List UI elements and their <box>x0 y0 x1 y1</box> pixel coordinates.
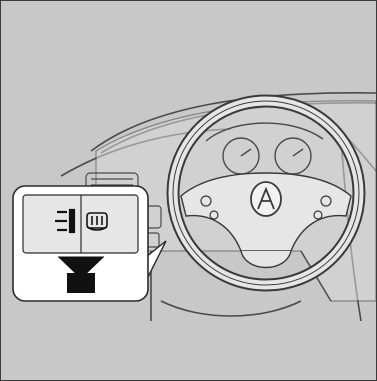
illustration-frame <box>0 0 377 381</box>
steering-wheel-illustration <box>1 1 376 380</box>
